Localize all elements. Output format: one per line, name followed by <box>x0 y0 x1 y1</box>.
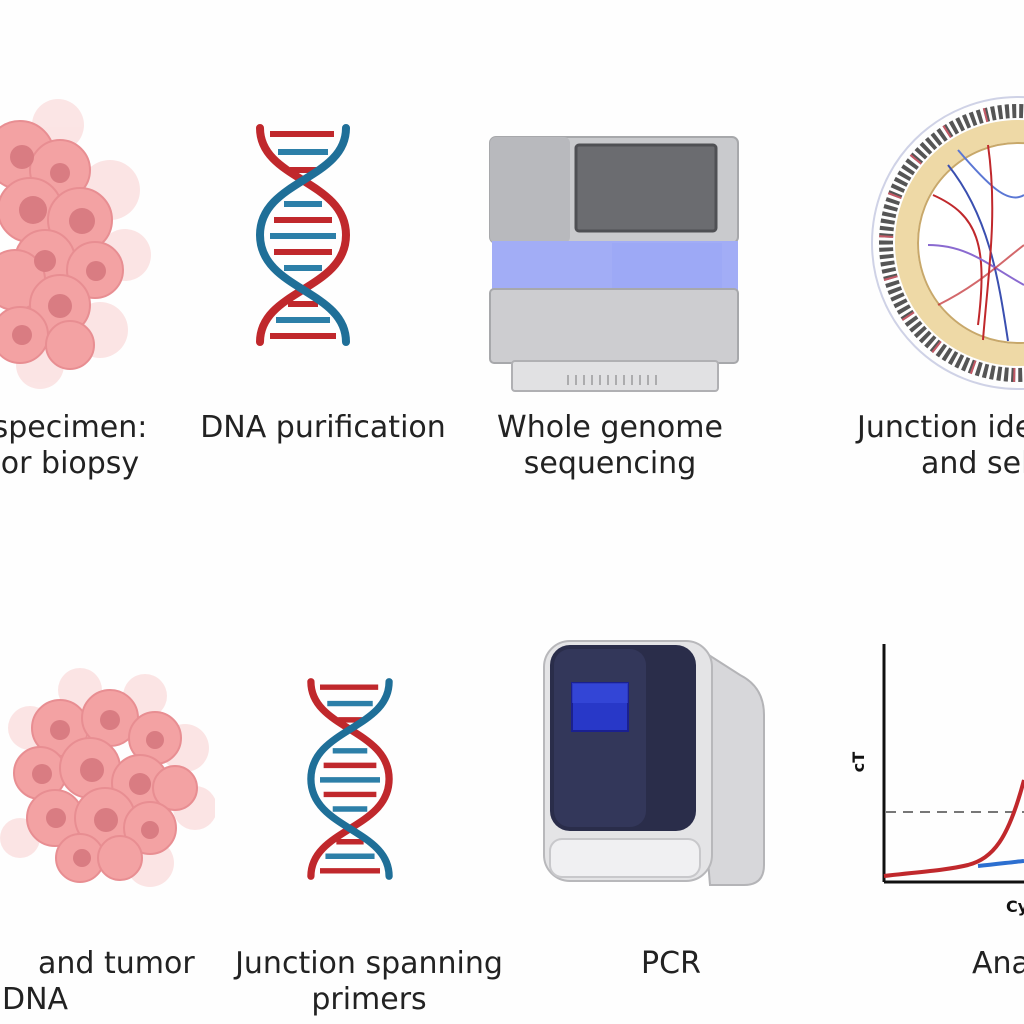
sequencer-machine-icon <box>489 136 739 392</box>
tumor-cell-cluster-icon <box>0 99 151 389</box>
amplification-curve-icon: cT Cy <box>849 644 1024 916</box>
y-axis-label: cT <box>849 752 868 772</box>
dna-purification-panel <box>248 120 358 350</box>
circos-panel <box>838 95 1024 395</box>
pcr-panel <box>540 635 770 895</box>
step-label: specimen: or biopsy <box>0 410 148 481</box>
dna-helix-icon <box>255 124 351 346</box>
x-axis-label: Cy <box>1006 897 1024 916</box>
tumor-cell-cluster-icon <box>0 668 215 887</box>
tumor-dna-panel <box>0 668 215 893</box>
step-label: PCR <box>641 946 701 981</box>
step-label: Junction ide and sel <box>857 410 1024 481</box>
analysis-panel: cT Cy <box>848 640 1024 920</box>
step-label: Junction spanning primers <box>235 946 503 1017</box>
step-label: DNA purification <box>200 410 446 445</box>
pcr-machine-icon <box>543 640 765 886</box>
step-label: and tumor DNA <box>2 946 195 1017</box>
dna-helix-icon <box>307 678 393 880</box>
junction-primers-panel <box>300 668 400 890</box>
step-label: Ana <box>972 946 1024 981</box>
step-label: Whole genome sequencing <box>497 410 723 481</box>
tumor-specimen-panel <box>0 95 160 395</box>
circos-plot-icon <box>871 96 1024 390</box>
sequencer-panel <box>488 135 742 397</box>
